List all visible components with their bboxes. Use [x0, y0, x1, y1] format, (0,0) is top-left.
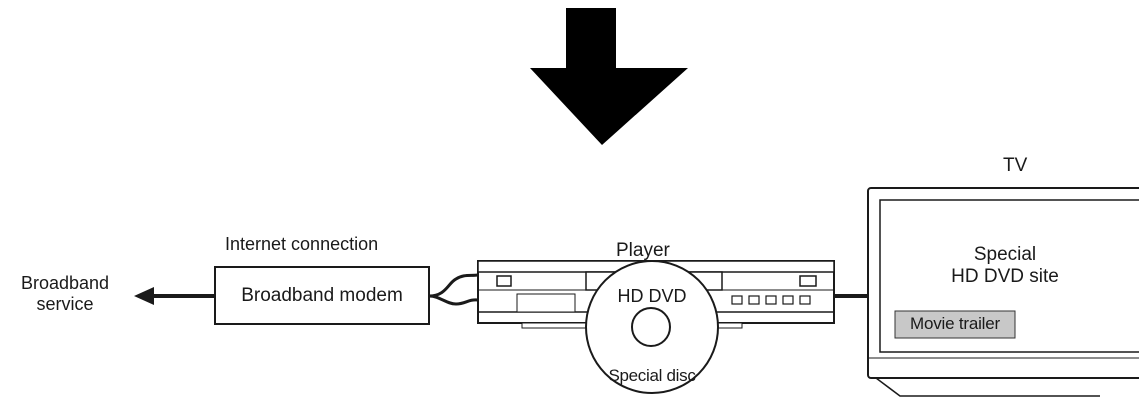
disc-title-label: HD DVD	[617, 286, 687, 306]
tv-screen-title: Special HD DVD site	[880, 244, 1130, 288]
broadband-service-line1: Broadband	[20, 273, 110, 293]
internet-connection-label: Internet connection	[225, 234, 379, 254]
broadband-modem-label: Broadband modem	[241, 285, 403, 306]
modem-player-cable	[428, 273, 479, 306]
tv-screen-line2: HD DVD site	[951, 265, 1059, 287]
hd-dvd-disc	[585, 260, 719, 394]
player-label: Player	[616, 240, 670, 261]
movie-trailer-label: Movie trailer	[910, 314, 1000, 333]
broadband-service-line2: service	[36, 293, 94, 314]
tv-screen-line1: Special	[973, 244, 1037, 265]
disc-subtitle-label: Special disc	[608, 366, 696, 385]
down-arrow-icon	[530, 8, 688, 145]
tv-label: TV	[1003, 155, 1028, 176]
tv-device	[867, 187, 1139, 397]
movie-trailer-box	[894, 310, 1016, 339]
left-arrow-icon	[134, 287, 214, 305]
broadband-service-label: Broadband service	[2, 273, 128, 314]
